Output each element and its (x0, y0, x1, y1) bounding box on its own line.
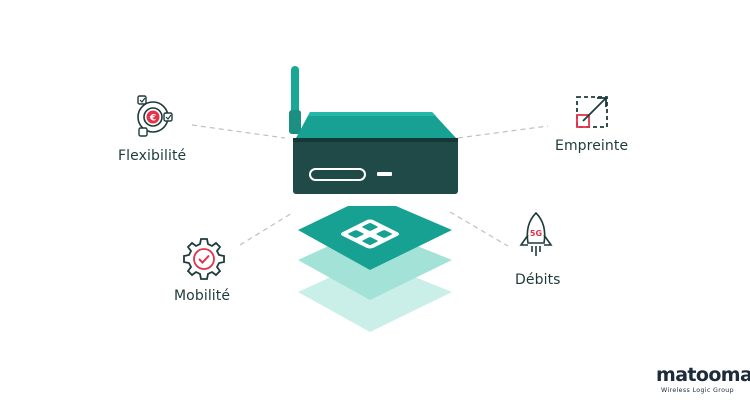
antenna (291, 66, 299, 124)
status-led (377, 172, 392, 176)
brand-tagline: Wireless Logic Group (661, 387, 734, 394)
rocket-badge: 5G (530, 229, 542, 238)
label-debits: Débits (515, 272, 561, 288)
router-device (289, 66, 458, 194)
label-flexibilite: Flexibilité (118, 148, 187, 164)
connector-debits (449, 211, 509, 247)
svg-text:€: € (149, 114, 156, 124)
port-slot (309, 168, 366, 181)
brand-name: matooma (656, 364, 750, 386)
connector-mobilite (239, 212, 293, 246)
connector-empreinte (457, 125, 549, 139)
label-mobilite: Mobilité (174, 288, 231, 304)
brand-logo: matooma Wireless Logic Group (656, 364, 750, 398)
label-empreinte: Empreinte (555, 138, 629, 154)
sim-card-stack (298, 206, 452, 332)
connector-flexibilite (191, 124, 286, 139)
euro-cycle-icon: € (137, 95, 173, 137)
resize-arrow-icon (576, 96, 608, 128)
sim-chip (340, 219, 400, 249)
gear-check-icon (183, 238, 225, 280)
rocket-5g-icon: 5G (519, 211, 553, 256)
